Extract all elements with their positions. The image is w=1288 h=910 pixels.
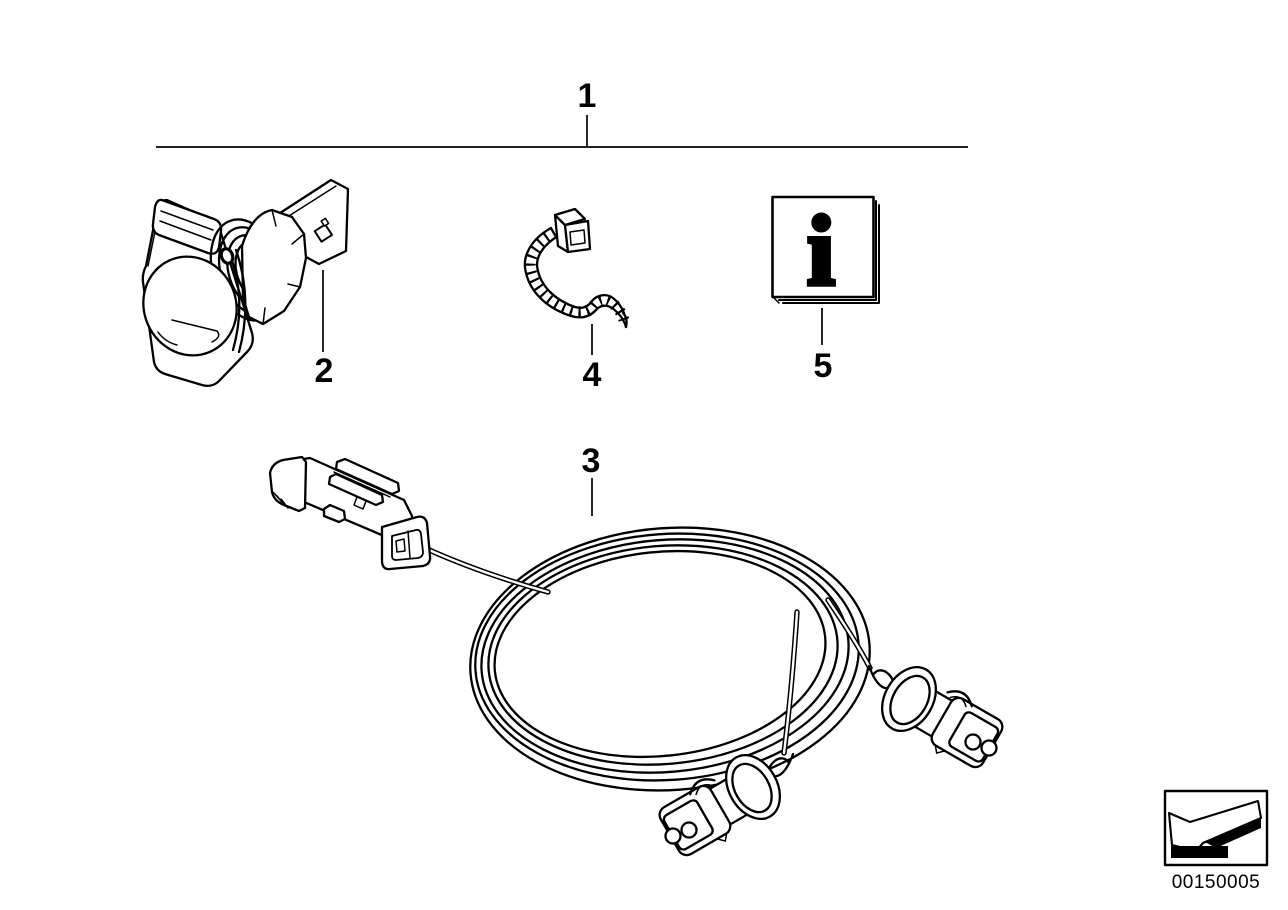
socket-cover-rim <box>228 253 241 352</box>
socket-hinge-pin <box>219 247 235 265</box>
harness-inlet-wire-core <box>425 547 550 594</box>
socket-hex-nut <box>240 208 308 326</box>
callout-label-3[interactable]: 3 <box>582 442 601 480</box>
part-2-callout: 2 <box>315 270 334 390</box>
socket-nut-facets <box>262 209 305 325</box>
lead-sleeve-inner-edge <box>535 234 626 315</box>
part-3-harness <box>268 455 1004 865</box>
harness-flat-connector <box>268 455 432 571</box>
callout-label-1[interactable]: 1 <box>578 77 597 115</box>
lead-sleeve-outer-edge <box>523 226 628 329</box>
booklet-page-edge <box>778 200 877 301</box>
part-4-lead <box>523 207 630 329</box>
harness-two-pin-connector <box>867 664 1004 769</box>
socket-hinge-tab-line2 <box>159 220 212 241</box>
group-callout-1: 1 <box>156 77 968 148</box>
callout-label-2[interactable]: 2 <box>315 352 334 390</box>
part-5-callout: 5 <box>814 308 833 385</box>
part-2-socket <box>141 178 350 388</box>
part-5-booklet: i <box>771 193 880 309</box>
lead-plug-port <box>569 229 586 246</box>
socket-lid-detail <box>157 319 220 346</box>
booklet-page-edge2 <box>782 204 880 304</box>
part-4-callout: 4 <box>583 324 602 394</box>
lead-sleeve-end-cap <box>621 311 628 329</box>
lead-plug-top-face <box>553 207 587 227</box>
booklet-cover <box>771 195 875 299</box>
harness-cable-coil <box>469 526 871 792</box>
socket-cover-rim2 <box>234 248 247 354</box>
socket-hinge-tab-line <box>160 210 214 231</box>
part-3-callout: 3 <box>582 442 601 516</box>
harness-left-wire-core <box>782 610 799 755</box>
callout-label-5[interactable]: 5 <box>814 347 833 385</box>
image-number: 00150005 <box>1172 872 1261 893</box>
nav-arrow-icon[interactable] <box>1167 799 1263 858</box>
harness-right-wire-core <box>826 598 872 670</box>
socket-latch-detail <box>313 217 333 243</box>
lead-plug-front-face <box>563 219 592 254</box>
info-icon: i <box>807 195 835 306</box>
callout-label-4[interactable]: 4 <box>583 356 602 394</box>
image-footer: 00150005 <box>1163 789 1269 893</box>
